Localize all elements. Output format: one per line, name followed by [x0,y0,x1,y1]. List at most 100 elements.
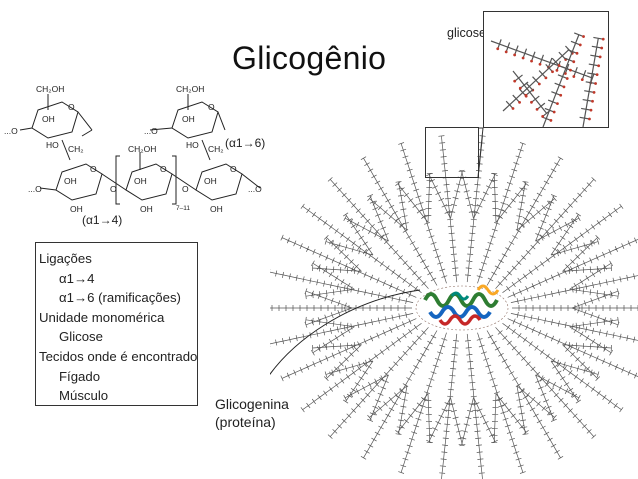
inset-chain-segment [548,57,560,69]
unit-heading: Unidade monomérica [39,309,165,325]
glycogen-chain [395,393,429,435]
oh-label: OH [204,176,217,186]
glycogen-chain [473,172,498,219]
glycogen-chain [491,393,499,444]
glycogen-chain [535,374,581,401]
oxygen-atom [592,90,596,94]
repeat-index-label: 7–11 [176,205,190,212]
glycogen-chain [367,194,389,242]
oxygen-atom [544,76,548,80]
alpha16-label: (α1→6) [225,136,265,150]
glycogen-chain [571,307,620,328]
oh-label: OH [70,204,83,214]
glycogen-chain [304,307,353,328]
inset-chain-segment [575,70,587,80]
ch2oh-label-3: CH₂OH [128,144,156,154]
o-label: O [230,164,237,174]
glycogenin-protein [415,284,509,331]
oxygen-atom [513,53,517,57]
unit-value: Glicose [59,329,103,345]
ch2-label: CH₂ [208,144,224,154]
inset-chain-segment [554,82,565,94]
glycogen-chain [395,181,429,223]
glycogen-chain [449,169,466,219]
oxygen-atom [535,107,539,111]
glycogen-chain [562,342,612,352]
glycogen-chain [486,330,564,460]
oxygen-atom [530,100,533,104]
glycogen-chain [425,172,433,223]
inset-chain-segment [582,98,593,110]
ch2oh-label-1: CH₂OH [36,84,64,94]
oxygen-atom [549,119,553,122]
oxygen-atom [580,78,584,82]
glycogen-chain [327,327,429,439]
inset-chain-segment [573,32,584,44]
oxygen-atom [572,75,576,78]
dots-o-label: ...O [28,184,42,194]
glycogen-chain [312,264,362,274]
glycogen-chain [516,385,557,420]
dots-o-label: ...O [4,126,18,136]
glycogen-chain [473,397,498,444]
inset-chain-segment [535,70,547,81]
inset-chain-segment [490,39,502,49]
inset-chain-segment [542,63,553,75]
glycogen-chain [426,397,451,444]
glycogen-chain [395,180,409,231]
glycogen-chain [510,311,638,343]
glycogen-chain [305,287,355,300]
ho-label: HO [186,140,199,150]
oxygen-atom [582,35,585,38]
oxygen-atom [578,43,582,47]
alpha14-label: (α1→4) [82,213,122,227]
glycogenin-label: Glicogenina (proteína) [215,395,289,431]
glycogen-structure-diagram: CH₂OH CH₂OH CH₂OH OH OH O O ...O ...O HO… [4,84,265,227]
glycogen-chain [367,374,389,422]
glycogen-chain [569,316,619,329]
oh-label: OH [210,204,223,214]
glycogen-chain [458,169,475,219]
o-label: O [182,184,189,194]
glycogen-chain [323,344,362,382]
inset-chain-segment [540,105,551,117]
dots-o-label: ...O [248,184,262,194]
oxygen-atom [530,59,533,63]
oh-label: OH [140,204,153,214]
glycogen-chain [323,234,362,272]
glycogen-chain [311,260,355,290]
oxygen-atom [511,107,515,110]
oxygen-atom [601,37,605,41]
inset-chain-segment [593,36,604,48]
dots-o-label: ...O [144,126,158,136]
inset-chain-segment [529,91,540,103]
glycogen-chain [449,397,466,447]
glycogen-chain [280,318,417,382]
glycogen-chain [491,172,499,223]
glycogen-chain [304,288,353,309]
glycogen-chain [535,374,557,422]
inset-chain-segment [557,74,568,86]
oxygen-atom [538,62,542,66]
oxygen-atom [597,64,601,68]
oxygen-atom [551,70,554,74]
oxygen-atom [518,100,521,104]
ch2-label: CH₂ [68,144,84,154]
tissue-liver: Fígado [59,368,101,384]
inset-chain-segment [518,77,529,89]
glycogen-chain [535,194,557,242]
info-box: Ligações α1→4 α1→6 (ramificações) Unidad… [35,242,198,406]
tissue-muscle: Músculo [59,388,109,404]
glycogen-particle [270,127,638,479]
glycogen-chain [343,374,389,401]
inset-chain-segment [533,54,545,65]
oxygen-atom [556,102,559,106]
glycogen-chain [270,311,414,347]
glycogen-chain [425,393,433,444]
oxygen-atom [504,50,508,54]
glycogen-chain [507,237,638,298]
glycogen-chain [486,156,564,286]
oxygen-atom [541,115,545,118]
glycogen-chain [343,212,374,256]
oxygen-atom [565,77,569,80]
